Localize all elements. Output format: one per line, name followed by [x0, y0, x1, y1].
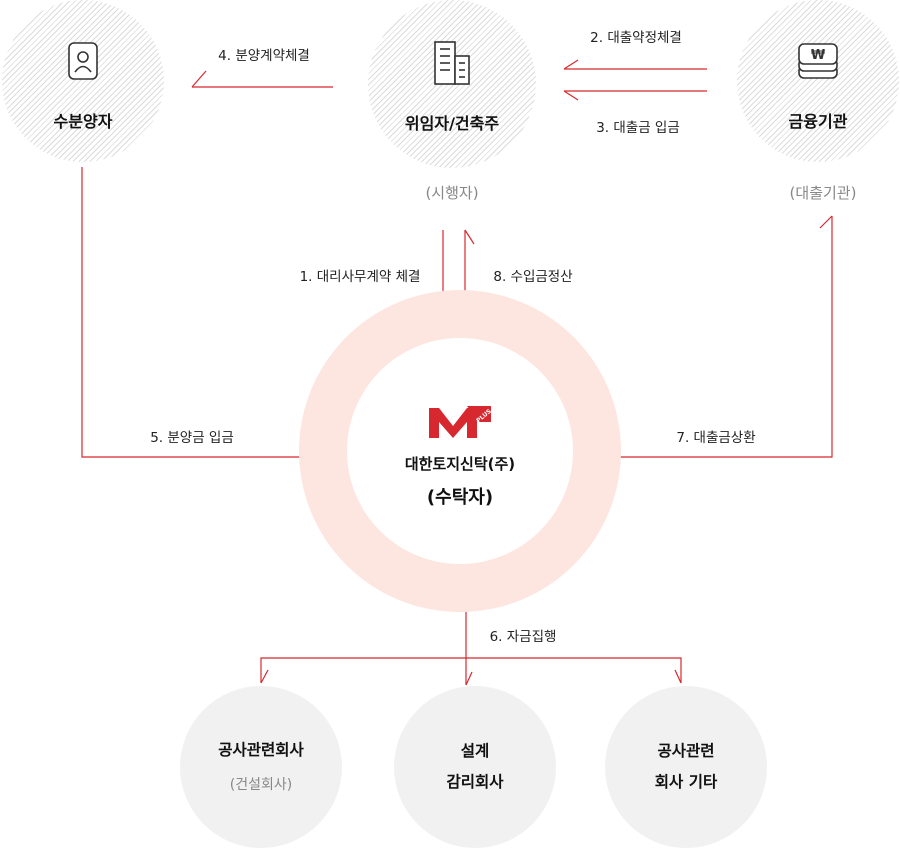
won-stack-icon: ₩: [798, 43, 838, 79]
trustee-company: 대한토지신탁(주): [404, 455, 516, 473]
buyer-node: 수분양자: [2, 0, 164, 162]
recipient-other-line1: 공사관련: [657, 742, 715, 760]
mplus-logo: PLUS: [429, 406, 491, 438]
developer-sub: (시행자): [425, 184, 479, 202]
svg-text:₩: ₩: [811, 48, 826, 63]
buyer-label: 수분양자: [53, 112, 113, 131]
step-7-label: 7. 대출금상환: [676, 430, 756, 446]
trustee-role: (수탁자): [426, 487, 494, 508]
step-2-label: 2. 대출약정체결: [590, 30, 682, 46]
recipient-construction: 공사관련회사 (건설회사): [180, 686, 342, 848]
developer-label: 위임자/건축주: [404, 114, 500, 133]
step-5-label: 5. 분양금 입금: [150, 430, 234, 446]
recipient-design-line1: 설계: [460, 742, 490, 760]
bank-sub: (대출기관): [789, 184, 857, 202]
bank-node: ₩ 금융기관: [737, 0, 899, 162]
step-6-label: 6. 자금집행: [489, 629, 557, 645]
arrow-4: [191, 70, 333, 88]
person-card-icon: [68, 42, 98, 80]
trustee-ring: PLUS 대한토지신탁(주) (수탁자): [299, 290, 621, 612]
recipient-design: 설계 감리회사: [394, 686, 556, 848]
step-3-label: 3. 대출금 입금: [596, 120, 680, 136]
arrow-5: [81, 167, 331, 458]
recipient-other: 공사관련 회사 기타: [605, 686, 767, 848]
trustee-core: [347, 338, 573, 564]
recipient-other-line2: 회사 기타: [654, 773, 718, 791]
recipient-construction-sub: (건설회사): [229, 777, 293, 793]
bank-label: 금융기관: [788, 112, 848, 131]
step-4-label: 4. 분양계약체결: [218, 48, 310, 64]
recipient-design-line2: 감리회사: [446, 773, 504, 791]
arrow-3: [563, 90, 707, 101]
step-1-label: 1. 대리사무계약 체결: [299, 269, 421, 285]
arrow-2: [563, 59, 707, 70]
recipient-construction-label: 공사관련회사: [218, 741, 304, 759]
step-8-label: 8. 수입금정산: [493, 269, 573, 285]
arrow-6: [260, 612, 682, 686]
developer-node: 위임자/건축주: [368, 0, 536, 168]
building-icon: [434, 41, 470, 85]
arrow-7: [597, 215, 833, 458]
